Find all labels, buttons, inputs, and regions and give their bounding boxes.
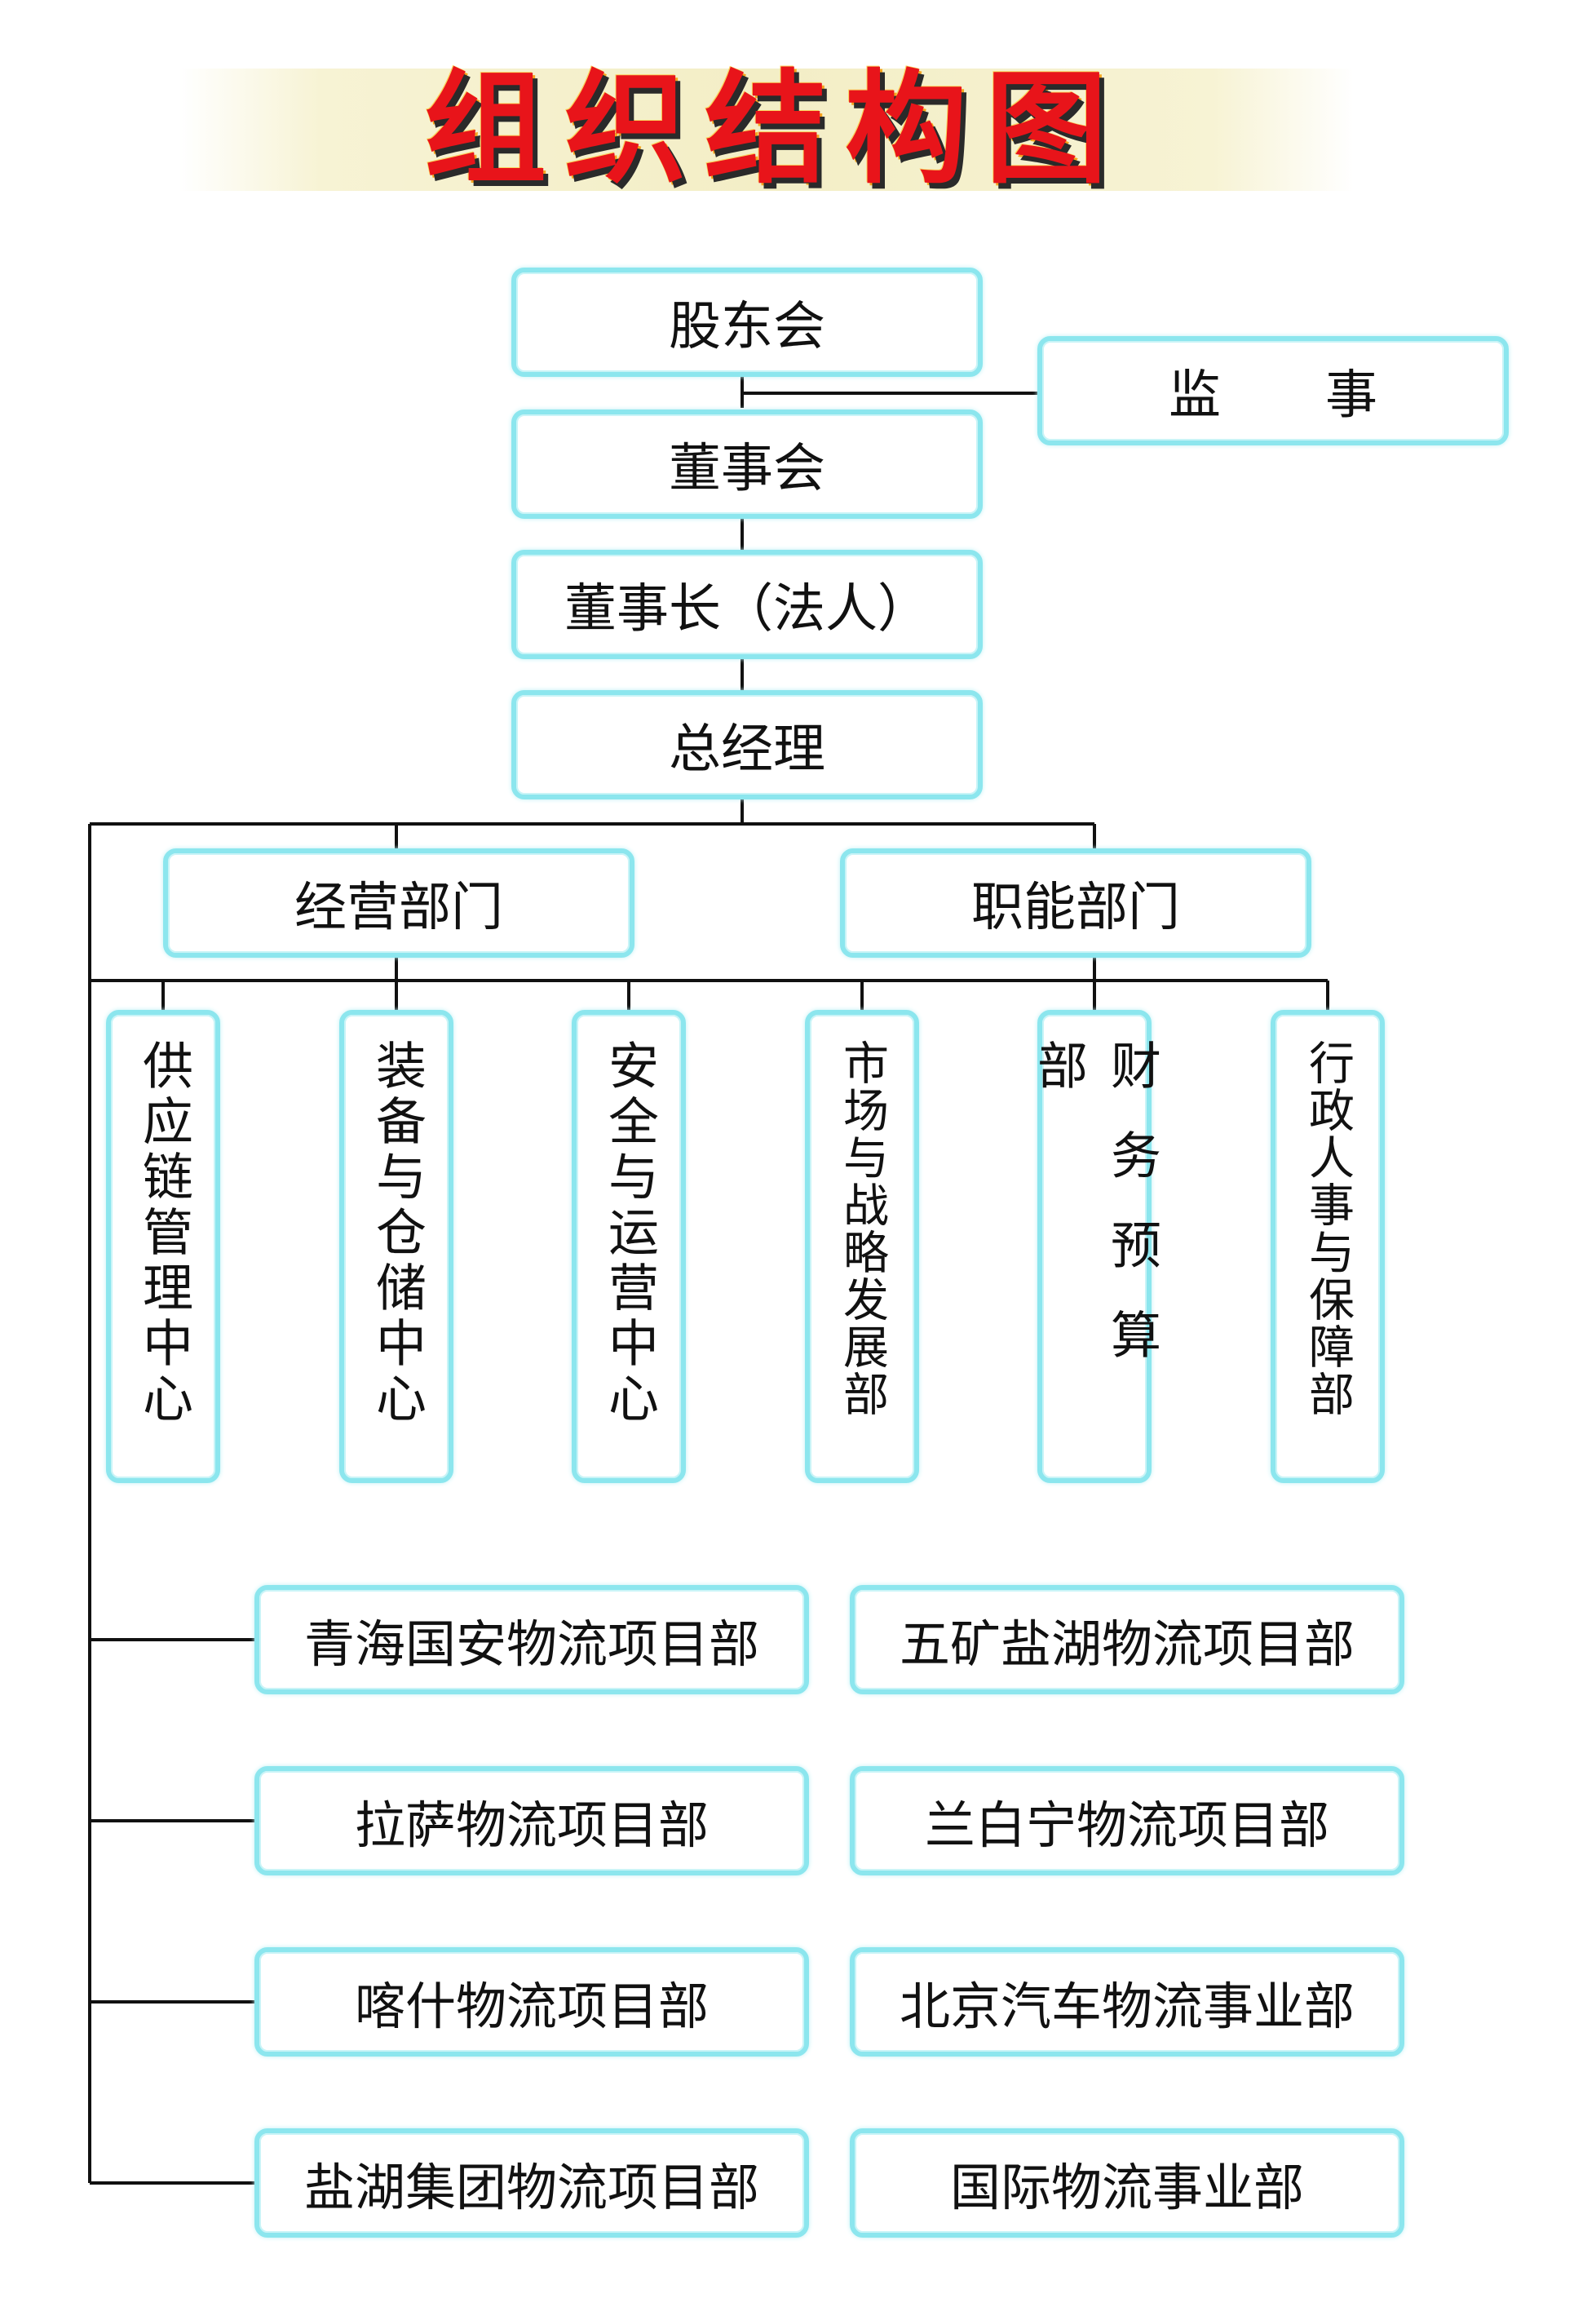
project-box-4: 兰白宁物流项目部 [850,1766,1404,1875]
project-box-6: 北京汽车物流事业部 [850,1947,1404,2057]
project-label-8: 国际物流事业部 [949,2158,1304,2217]
center-box-4: 市场与战略发展部 [805,1010,919,1483]
center-label-3: 安全与运营中心 [599,1039,659,1428]
project-label-3: 拉萨物流项目部 [354,1795,709,1855]
shareholders-label: 股东会 [669,297,825,357]
center-box-6: 行政人事与保障部 [1271,1010,1385,1483]
project-label-6: 北京汽车物流事业部 [899,1977,1355,2036]
function-dept-label: 职能部门 [971,878,1180,938]
project-label-4: 兰白宁物流项目部 [924,1795,1329,1855]
center-label-6: 行政人事与保障部 [1301,1039,1355,1418]
chairman-box: 董事长（法人） [511,550,983,659]
shareholders-box: 股东会 [511,268,983,377]
chart-title: 组织结构图 [424,59,1126,201]
center-label-2: 装备与仓储中心 [367,1039,427,1428]
center-label-5: 财务预算部 [1028,1039,1161,1398]
center-box-5: 财务预算部 [1028,1010,1161,1483]
business-dept-box: 经营部门 [163,848,634,958]
supervisor-box: 监 事 [1037,336,1509,445]
project-label-2: 五矿盐湖物流项目部 [899,1614,1355,1674]
supervisor-label: 监 事 [1169,365,1377,426]
center-box-2: 装备与仓储中心 [339,1010,453,1483]
center-label-4: 市场与战略发展部 [835,1039,889,1418]
business-dept-label: 经营部门 [294,878,503,938]
center-label-1: 供应链管理中心 [134,1039,193,1428]
project-box-1: 青海国安物流项目部 [254,1585,809,1694]
gm-box: 总经理 [511,690,983,799]
project-box-8: 国际物流事业部 [850,2128,1404,2238]
chairman-label: 董事长（法人） [564,579,930,640]
project-label-5: 喀什物流项目部 [354,1977,709,2036]
board-label: 董事会 [669,439,825,499]
project-box-5: 喀什物流项目部 [254,1947,809,2057]
project-box-2: 五矿盐湖物流项目部 [850,1585,1404,1694]
board-box: 董事会 [511,410,983,519]
project-box-7: 盐湖集团物流项目部 [254,2128,809,2238]
title-wrapper: 组织结构图 [0,69,1596,191]
project-label-1: 青海国安物流项目部 [303,1614,759,1674]
center-box-1: 供应链管理中心 [106,1010,220,1483]
center-box-3: 安全与运营中心 [572,1010,686,1483]
title-banner [179,69,1354,191]
function-dept-box: 职能部门 [840,848,1311,958]
project-label-7: 盐湖集团物流项目部 [303,2158,759,2217]
project-box-3: 拉萨物流项目部 [254,1766,809,1875]
gm-label: 总经理 [669,720,825,780]
